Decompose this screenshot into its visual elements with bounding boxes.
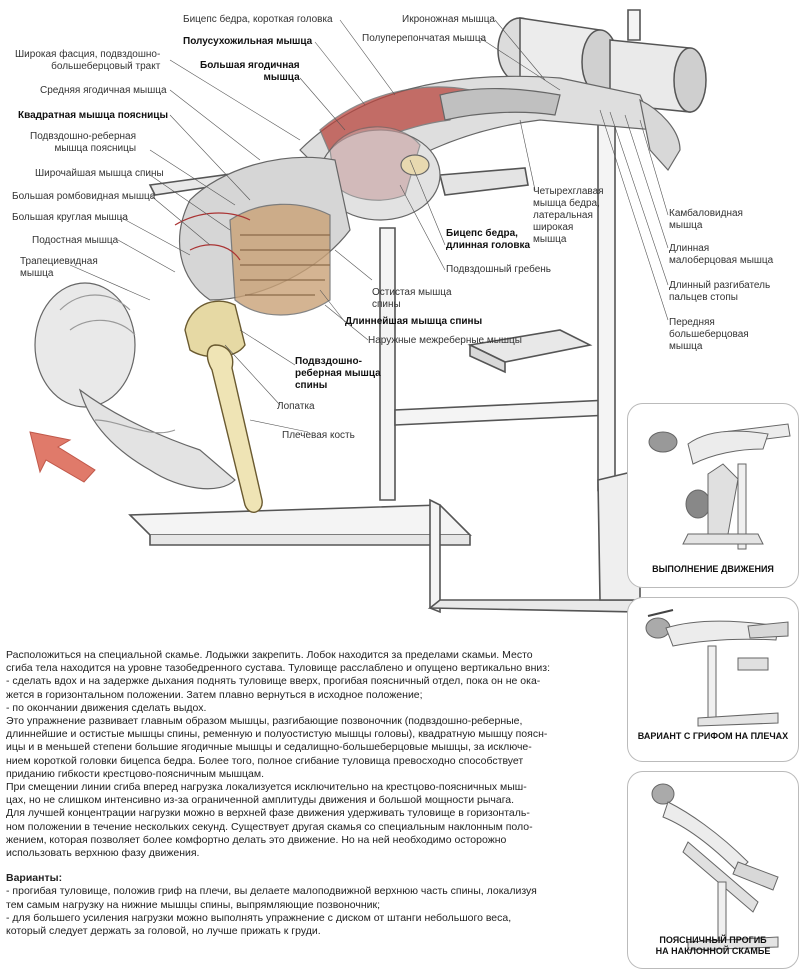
instructions-text: Расположиться на специальной скамье. Лод…: [6, 649, 614, 938]
arm-bones: [184, 300, 263, 513]
incline-sketch: [651, 783, 779, 951]
label-gluteus-maximus: Большая ягодичная мышца: [200, 60, 300, 83]
caption-execution: ВЫПОЛНЕНИЕ ДВИЖЕНИЯ: [652, 564, 774, 574]
label-biceps-short-head: Бицепс бедра, короткая головка: [183, 14, 333, 25]
paragraph-concentration: Для лучшей концентрации нагрузки можно в…: [6, 807, 533, 860]
label-fascia-lata: Широкая фасция, подвздошно- большеберцов…: [15, 49, 161, 72]
label-gluteus-medius: Средняя ягодичная мышца: [40, 85, 167, 96]
label-soleus: Камбаловидная мышца: [669, 208, 743, 231]
paragraph-fold-shift: При смещении линии сгиба вперед нагрузка…: [6, 781, 527, 807]
head-arms: [34, 282, 236, 490]
label-peroneus-longus: Длинная малоберцовая мышца: [669, 243, 774, 266]
label-semitendinosus: Полусухожильная мышца: [183, 36, 313, 47]
variant-plate: - для большего усиления нагрузки можно в…: [6, 911, 512, 938]
barbell-sketch: [645, 609, 789, 727]
panel-execution: ВЫПОЛНЕНИЕ ДВИЖЕНИЯ: [627, 403, 799, 588]
leader-lines: [69, 19, 669, 433]
variant-barbell: - прогибая туловище, положив гриф на пле…: [6, 885, 537, 911]
label-scapula: Лопатка: [277, 401, 315, 412]
label-gastrocnemius: Икроножная мышца: [402, 14, 495, 25]
bench-frame: [128, 9, 641, 614]
label-quadriceps: Четырехглавая мышца бедра, латеральная ш…: [533, 186, 604, 245]
panel-barbell: ВАРИАНТ С ГРИФОМ НА ПЛЕЧАХ: [627, 597, 799, 762]
label-semimembranosus: Полуперепончатая мышца: [362, 33, 487, 44]
anatomy-illustration: [29, 9, 707, 614]
label-longissimus: Длиннейшая мышца спины: [345, 316, 483, 327]
label-teres-major: Большая круглая мышца: [12, 212, 128, 223]
label-iliocostalis-back: Подвздошно- реберная мышца спины: [295, 356, 381, 391]
label-tibialis-anterior: Передняя большеберцовая мышца: [669, 317, 749, 352]
label-infraspinatus: Подостная мышца: [32, 235, 119, 246]
label-humerus: Плечевая кость: [282, 430, 355, 441]
panel-incline: ПОЯСНИЧНЫЙ ПРОГИБ НА НАКЛОННОЙ СКАМЬЕ: [627, 771, 799, 969]
label-extensor-digitorum: Длинный разгибатель пальцев стопы: [669, 280, 771, 303]
label-external-intercostal: Наружные межреберные мышцы: [368, 335, 522, 346]
paragraph-muscles: Это упражнение развивает главным образом…: [6, 715, 548, 780]
variants-heading: Варианты:: [6, 872, 63, 885]
label-spinalis: Остистая мышца спины: [372, 287, 452, 310]
ankle-rollers: [497, 17, 707, 113]
label-iliocostalis-lumborum: Подвздошно-реберная мышца поясницы: [30, 131, 137, 154]
execution-sketch: [648, 423, 791, 550]
paragraph-setup: Расположиться на специальной скамье. Лод…: [6, 649, 551, 714]
pelvis: [319, 126, 441, 221]
caption-incline: ПОЯСНИЧНЫЙ ПРОГИБ НА НАКЛОННОЙ СКАМЬЕ: [655, 935, 771, 956]
direction-arrow-icon: [29, 431, 96, 483]
label-trapezius: Трапециевидная мышца: [20, 256, 98, 279]
caption-barbell: ВАРИАНТ С ГРИФОМ НА ПЛЕЧАХ: [637, 731, 789, 741]
torso: [174, 156, 351, 316]
label-rhomboid-major: Большая ромбовидная мышца: [12, 191, 156, 202]
label-quadratus-lumborum: Квадратная мышца поясницы: [18, 110, 168, 121]
label-iliac-crest: Подвздошный гребень: [446, 264, 551, 275]
label-biceps-long-head: Бицепс бедра, длинная головка: [446, 228, 531, 251]
label-latissimus: Широчайшая мышца спины: [35, 168, 164, 179]
